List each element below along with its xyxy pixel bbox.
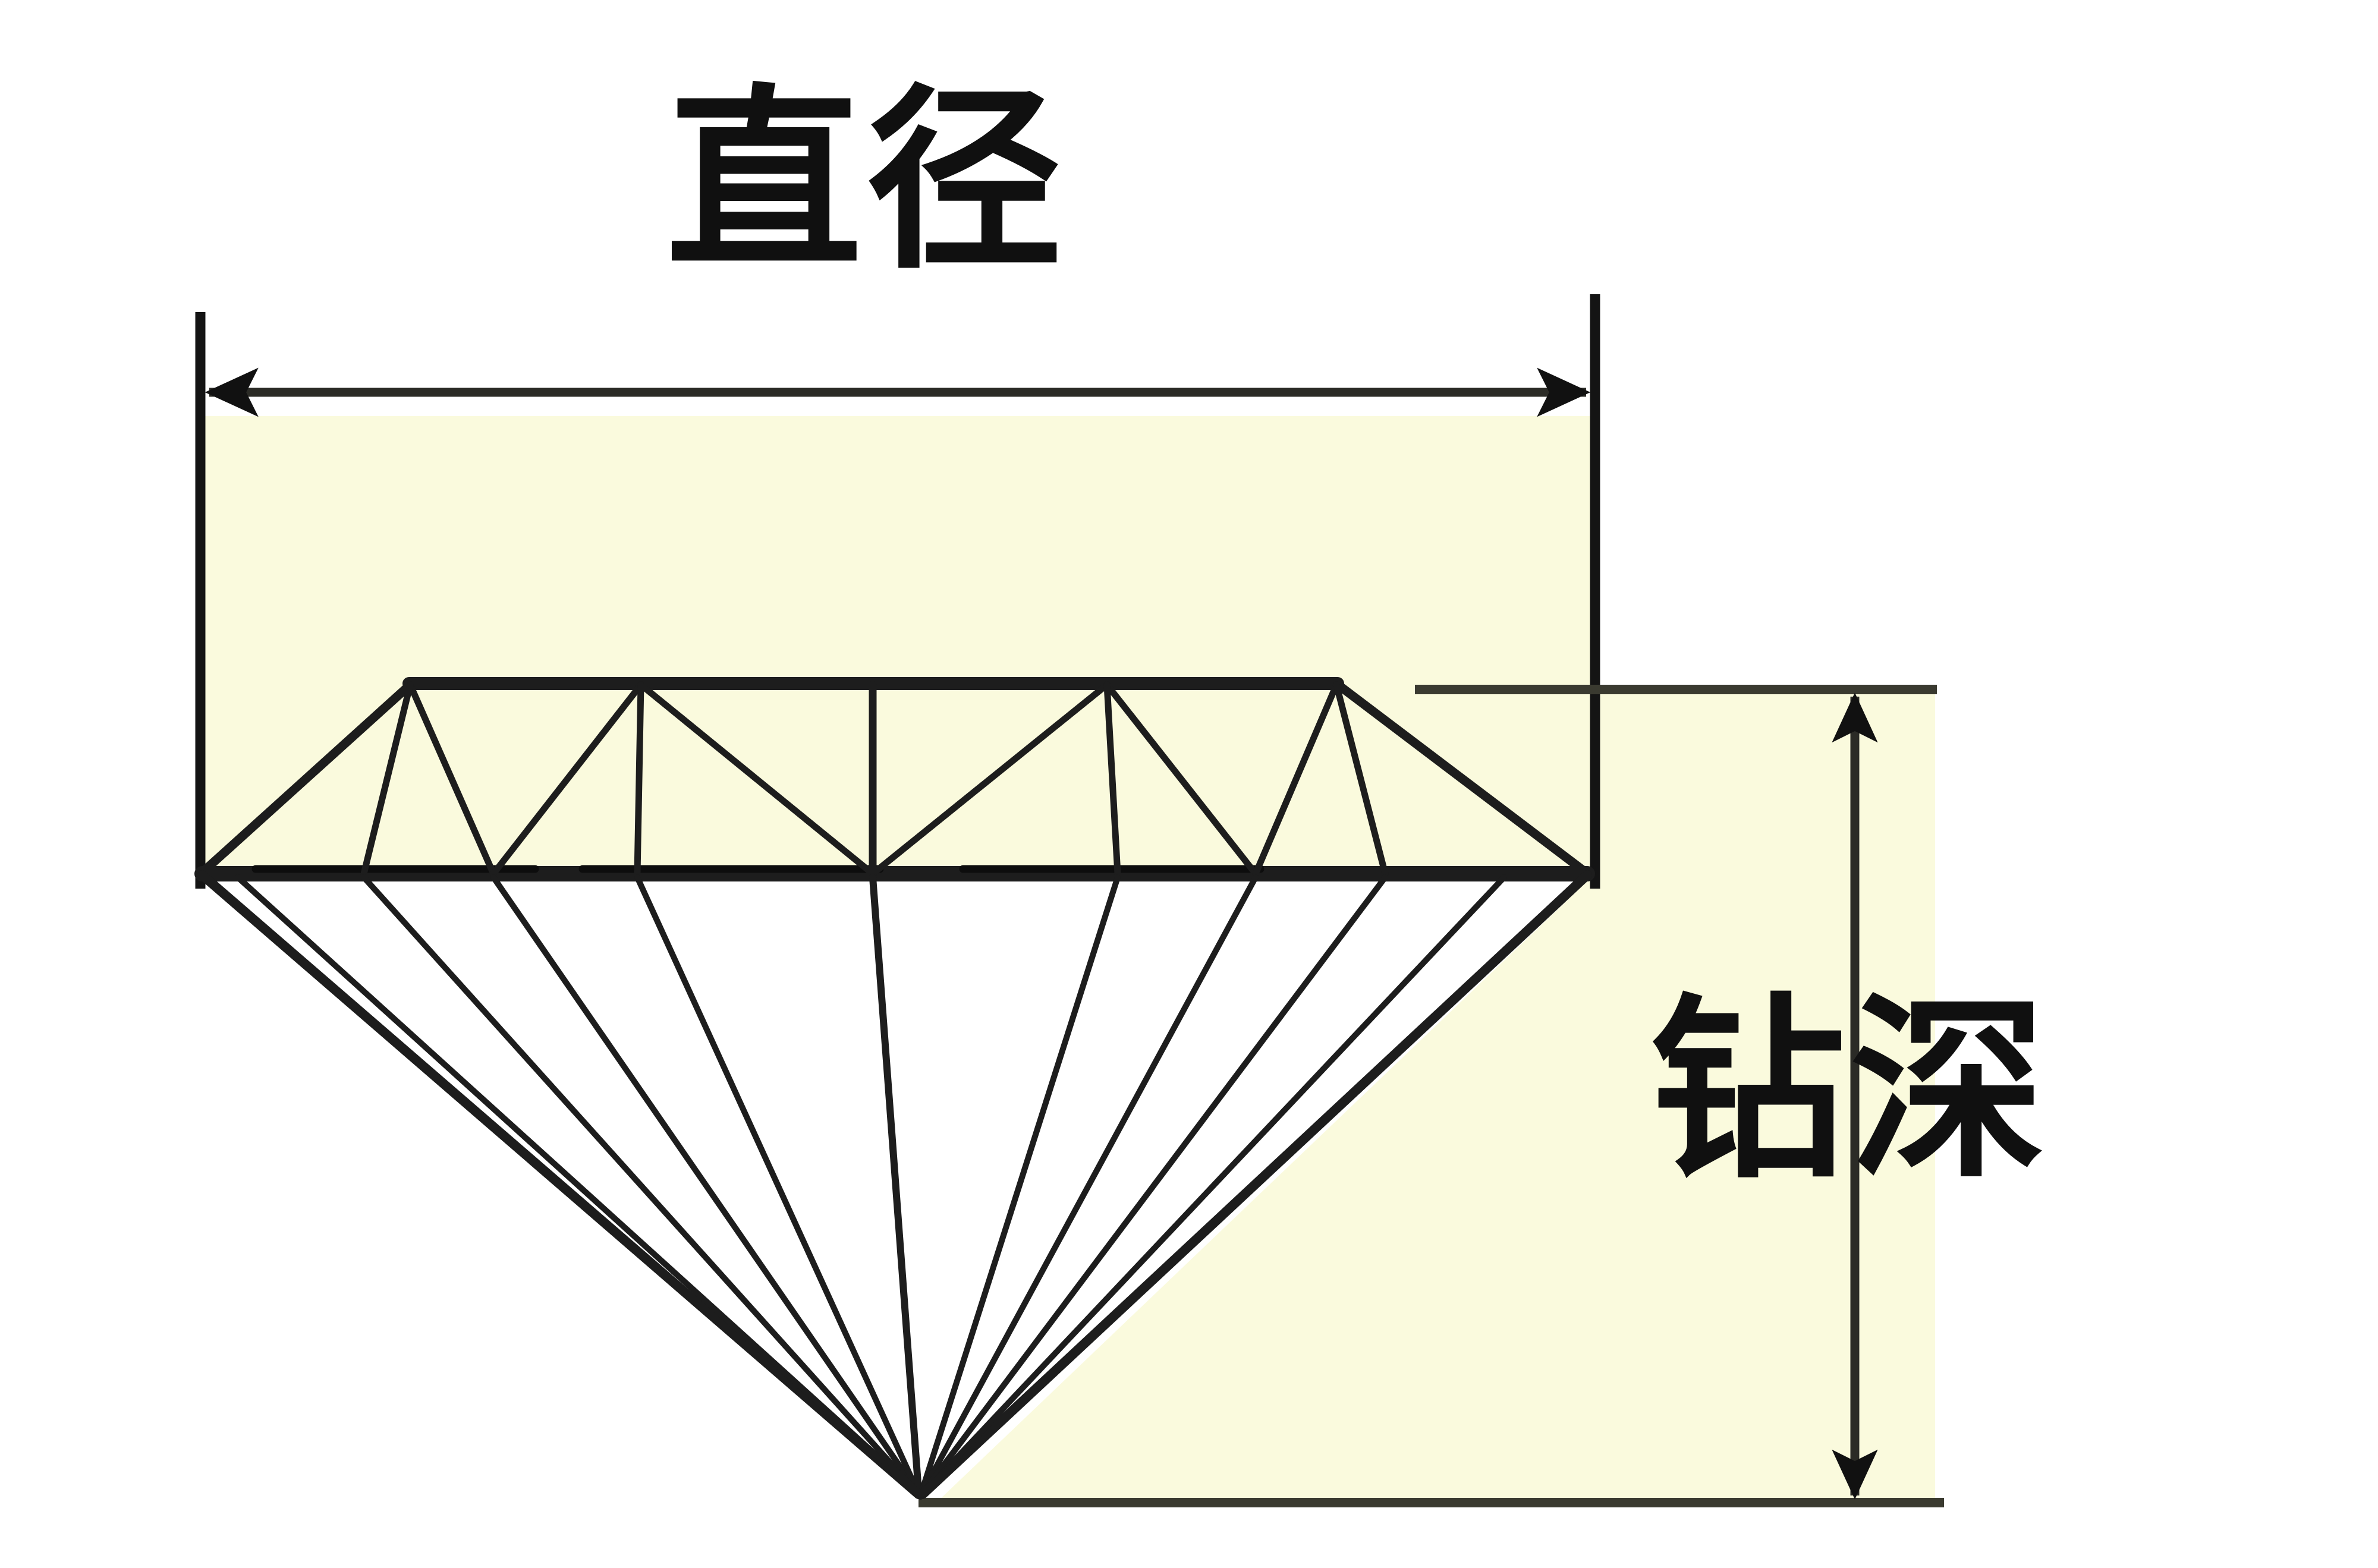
measurement-fill-region <box>202 416 1935 1503</box>
pavilion-facet-7 <box>920 874 1259 1494</box>
depth-dimension <box>919 685 1944 1507</box>
crown-bezel-facet-1 <box>360 681 414 877</box>
pavilion-facet-8 <box>921 874 1388 1494</box>
pavilion-facet-9 <box>923 874 1507 1494</box>
crown-bezel-facet-4 <box>1103 681 1121 877</box>
crown-bezel-facet-5 <box>1333 681 1389 877</box>
crown-slope-right <box>1332 679 1591 877</box>
pavilion-facet-3 <box>490 874 920 1494</box>
crown-star-facet-3 <box>637 681 876 877</box>
pavilion-edge-right <box>918 870 1592 1499</box>
crown-slope-left <box>197 680 415 877</box>
crown-star-facet-5 <box>1103 681 1259 877</box>
pavilion-facet-5 <box>869 874 922 1494</box>
crown-star-facet-2 <box>490 681 644 877</box>
crown-star-facet-4 <box>869 681 1111 877</box>
crown-star-facet-6 <box>1252 681 1340 877</box>
diameter-label: 直径 <box>666 67 1067 295</box>
crown-star-facet-1 <box>407 681 497 877</box>
pavilion-facet-6 <box>919 874 1121 1494</box>
pavilion-facet-2 <box>361 874 919 1494</box>
diamond-gem <box>194 677 1595 1500</box>
depth-label: 钻深 <box>1650 977 2050 1205</box>
culet-point <box>888 1464 955 1500</box>
diameter-dimension <box>195 294 1600 889</box>
crown-bezel-facet-2 <box>634 681 644 877</box>
pavilion-facet-1 <box>235 874 919 1494</box>
pavilion-edge-left <box>197 870 923 1499</box>
pavilion-facet-4 <box>634 874 920 1494</box>
